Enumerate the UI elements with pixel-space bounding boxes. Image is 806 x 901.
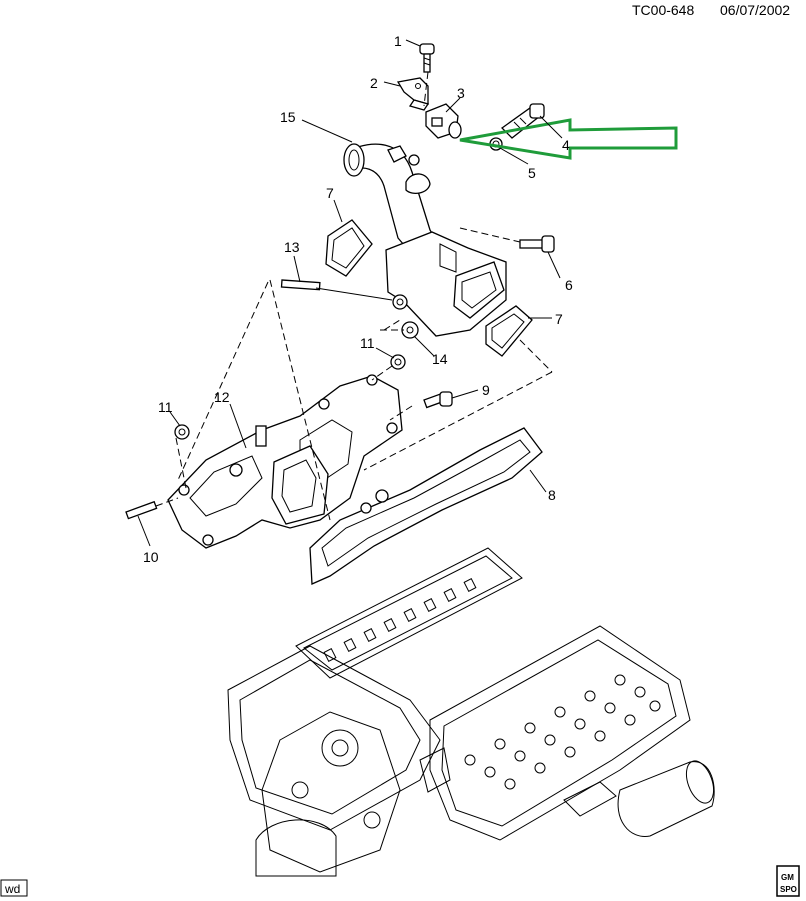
- callout-6: 6: [565, 277, 573, 293]
- callout-8: 8: [548, 487, 556, 503]
- callout-1: 1: [394, 33, 402, 49]
- bolt-part-1: [419, 43, 435, 73]
- sensor-part-4: [500, 103, 545, 139]
- exhaust-manifold-part-12: [167, 374, 403, 549]
- callout-11-left: 11: [158, 399, 173, 415]
- gasket-slots: [323, 578, 477, 662]
- callout-15: 15: [280, 109, 296, 125]
- callout-14: 14: [432, 351, 448, 367]
- callout-11-right: 11: [360, 335, 375, 351]
- stud-part-13: [280, 279, 321, 291]
- footer-wd-tag: wd: [0, 879, 28, 897]
- drawing-code: TC00-648: [632, 2, 694, 18]
- nut-part-11-right: [390, 354, 406, 370]
- callout-2: 2: [370, 75, 378, 91]
- elbow-housing: [385, 231, 507, 337]
- svg-text:SPO: SPO: [780, 885, 797, 894]
- callout-7-upper: 7: [326, 185, 334, 201]
- head-bolt-holes: [464, 674, 661, 790]
- callout-3: 3: [457, 85, 465, 101]
- sensor-part-3: [425, 103, 462, 139]
- callout-5: 5: [528, 165, 536, 181]
- gm-spo-logo-icon: GM SPO: [776, 865, 800, 897]
- leader-lines: [137, 39, 563, 547]
- drawing-date: 06/07/2002: [720, 2, 790, 18]
- callout-4: 4: [562, 137, 570, 153]
- callout-9: 9: [482, 382, 490, 398]
- highlight-arrow: [459, 118, 678, 160]
- assembly-lines: [155, 71, 553, 521]
- callout-13: 13: [284, 239, 300, 255]
- callout-12: 12: [214, 389, 230, 405]
- bolt-part-6: [519, 235, 555, 253]
- bolt-part-9: [423, 391, 453, 409]
- callout-10: 10: [143, 549, 159, 565]
- stud-part-10: [125, 500, 158, 520]
- bracket-part-2: [396, 77, 430, 111]
- callout-labels: 1 2 3 4 5 6 7 7 8 9 10 11 11 12 13 14 15: [143, 33, 573, 565]
- nut-part-14: [401, 321, 419, 339]
- nut-part-11-left: [174, 424, 190, 440]
- svg-text:wd: wd: [4, 882, 20, 896]
- callout-7-lower: 7: [555, 311, 563, 327]
- engine-block: [227, 547, 715, 877]
- gasket-part-7-lower: [485, 305, 533, 357]
- svg-text:GM: GM: [781, 873, 794, 882]
- gasket-part-7-upper: [325, 219, 373, 277]
- heat-shield-part-8: [309, 427, 543, 585]
